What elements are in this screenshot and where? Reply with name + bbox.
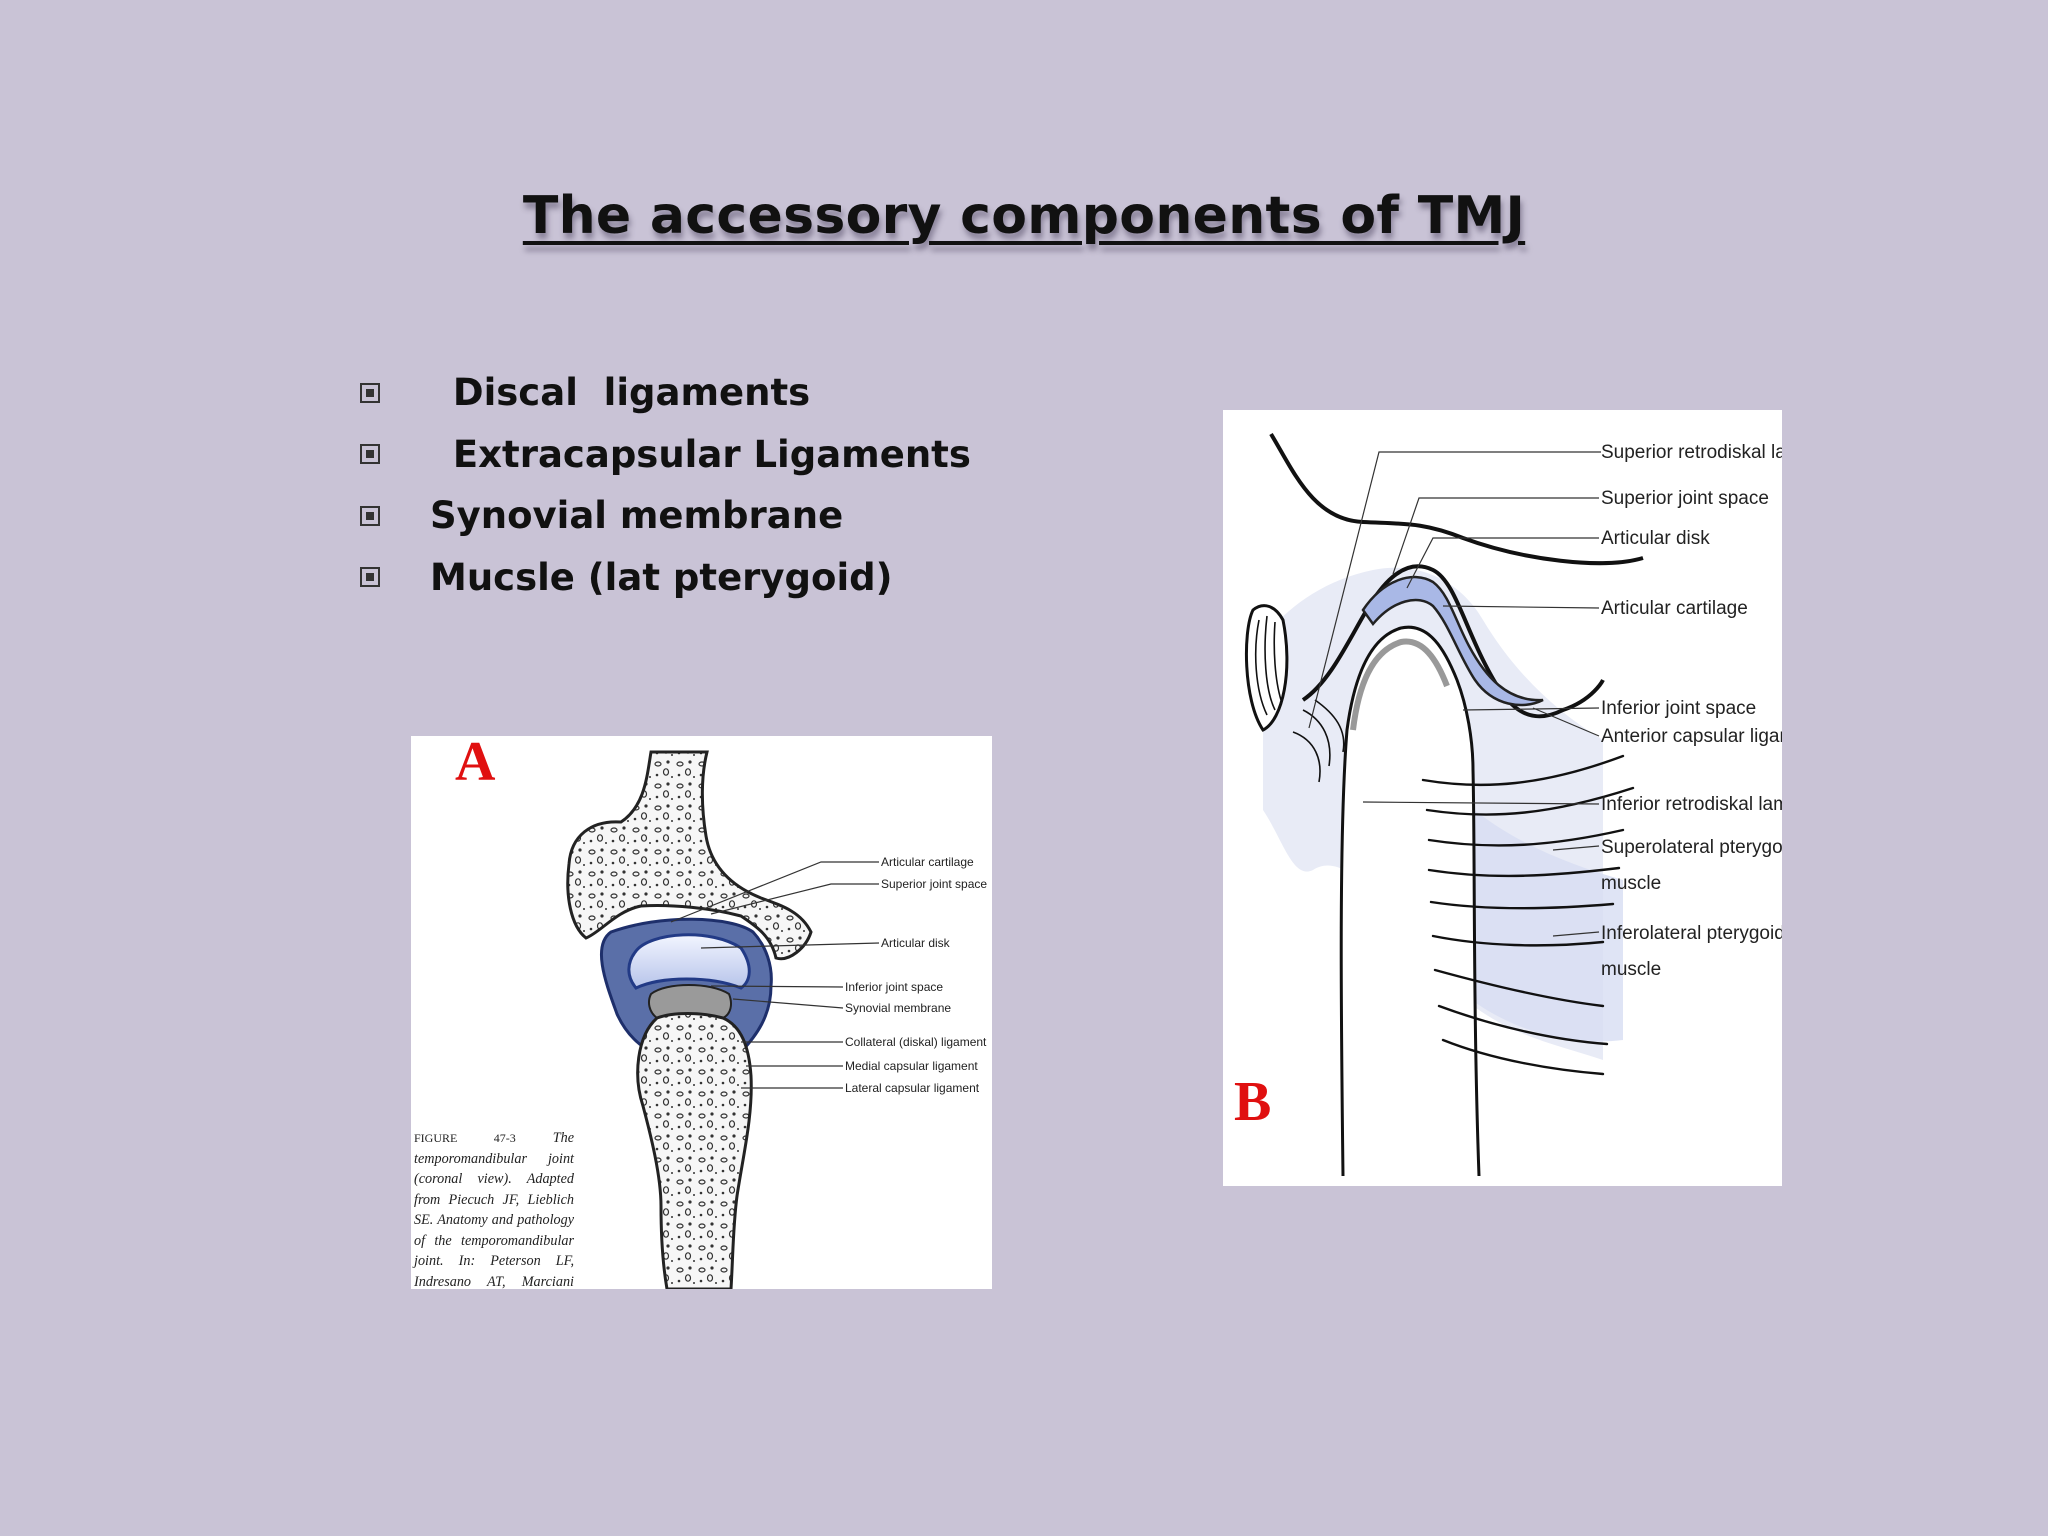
label-articular-disk: Articular disk: [1601, 528, 1710, 549]
label-superior-retrodiskal-lamina: Superior retrodiskal lamina: [1601, 442, 1782, 463]
figure-a-illustration: Articular cartilage Superior joint space…: [566, 750, 987, 1289]
square-bullet-icon: [360, 505, 380, 526]
label-inferior-joint-space: Inferior joint space: [1601, 698, 1756, 719]
figure-b-letter: B: [1234, 1071, 1272, 1133]
label-articular-cartilage: Articular cartilage: [1601, 598, 1748, 619]
label-lateral-capsular-ligament: Lateral capsular ligament: [845, 1081, 980, 1095]
square-bullet-icon: [360, 444, 380, 465]
label-inferior-retrodiskal-lamina: Inferior retrodiskal lamina: [1601, 794, 1782, 815]
label-collateral-ligament: Collateral (diskal) ligament: [845, 1035, 987, 1049]
label-anterior-capsular-ligament: Anterior capsular ligament: [1601, 726, 1782, 747]
bullet-text: Extracapsular Ligaments: [440, 432, 971, 476]
figure-a-caption: FIGURE 47-3 The temporomandibular joint …: [414, 1128, 574, 1289]
caption-prefix: FIGURE 47-3: [414, 1131, 516, 1145]
figure-a-letter: A: [455, 736, 496, 793]
caption-text: The temporomandibular joint (coronal vie…: [414, 1130, 574, 1289]
bullet-text: Discal ligaments: [440, 371, 811, 415]
square-bullet-icon: [360, 567, 380, 588]
label-articular-disk: Articular disk: [881, 936, 951, 950]
label-articular-cartilage: Articular cartilage: [881, 855, 974, 869]
label-superior-joint-space: Superior joint space: [881, 877, 987, 891]
figure-a-coronal-tmj: Articular cartilage Superior joint space…: [411, 736, 992, 1289]
bullet-item: Mucsle (lat pterygoid): [360, 547, 971, 609]
bullet-item: Synovial membrane: [360, 485, 971, 547]
label-superolateral-pterygoid-muscle: muscle: [1601, 873, 1661, 894]
bullet-text: Mucsle (lat pterygoid): [430, 555, 893, 599]
square-bullet-icon: [360, 382, 380, 403]
label-medial-capsular-ligament: Medial capsular ligament: [845, 1059, 978, 1073]
label-superolateral-pterygoid: Superolateral pterygoid: [1601, 837, 1782, 858]
bullet-item: Discal ligaments: [360, 362, 971, 424]
label-inferior-joint-space: Inferior joint space: [845, 980, 943, 994]
bullet-list: Discal ligaments Extracapsular Ligaments…: [360, 362, 971, 608]
label-inferolateral-pterygoid: Inferolateral pterygoid: [1601, 923, 1782, 944]
bullet-item: Extracapsular Ligaments: [360, 424, 971, 486]
label-superior-joint-space: Superior joint space: [1601, 488, 1769, 509]
figure-b-sagittal-tmj: Superior retrodiskal lamina Superior joi…: [1223, 410, 1782, 1186]
label-synovial-membrane: Synovial membrane: [845, 1001, 951, 1015]
bullet-text: Synovial membrane: [430, 494, 844, 538]
figure-b-illustration: Superior retrodiskal lamina Superior joi…: [1244, 432, 1782, 1177]
label-inferolateral-pterygoid-muscle: muscle: [1601, 959, 1661, 980]
slide-title: The accessory components of TMJ: [522, 186, 1526, 246]
